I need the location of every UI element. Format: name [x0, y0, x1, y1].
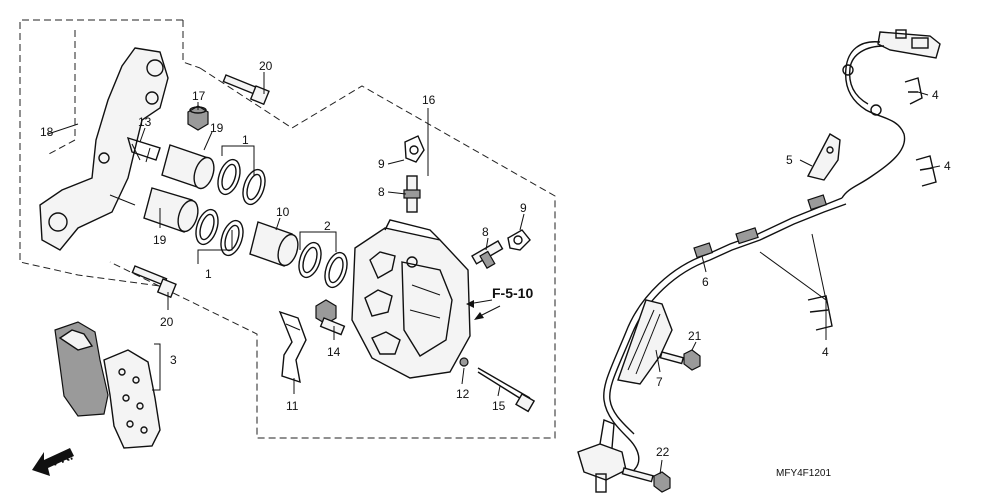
bolt-20-top [222, 74, 270, 106]
callout-7: 7 [656, 375, 663, 389]
callout-9-top: 9 [378, 157, 385, 171]
bolt-22 [621, 467, 671, 493]
callout-1-upper: 1 [242, 133, 249, 147]
callout-3: 3 [170, 353, 177, 367]
seal-1-upper-b [242, 168, 266, 206]
leader-lines [47, 72, 941, 475]
callout-4-top: 4 [932, 88, 939, 102]
caliper-body [351, 219, 471, 379]
callout-6: 6 [702, 275, 709, 289]
speed-sensor [577, 419, 627, 493]
callout-16: 16 [422, 93, 436, 107]
callout-19-upper: 19 [210, 121, 224, 135]
seal-1-upper-a [217, 158, 241, 196]
callout-labels: 20 17 13 19 1 18 19 1 10 2 16 9 8 8 9 20… [40, 59, 951, 479]
seal-2-a [298, 241, 322, 279]
clip-4-lower [807, 295, 833, 331]
callout-5: 5 [786, 153, 793, 167]
piston-10 [249, 221, 299, 267]
clip-4-middle [915, 155, 937, 187]
pin-14 [315, 299, 346, 336]
piston-19-upper [161, 144, 215, 190]
callout-10: 10 [276, 205, 290, 219]
callout-15: 17 [192, 89, 206, 103]
bolt-21 [659, 349, 701, 371]
front-direction-arrow [32, 448, 74, 476]
stay-7 [617, 299, 673, 385]
plug-12 [459, 357, 469, 367]
bolt-20-bottom [131, 265, 177, 299]
callout-20-top: 20 [259, 59, 273, 73]
cap-9-top [404, 135, 425, 163]
callout-9-right: 9 [520, 201, 527, 215]
callout-14: 14 [327, 345, 341, 359]
callout-22: 22 [656, 445, 670, 459]
pad-spring-11 [278, 310, 307, 384]
callout-2: 2 [324, 219, 331, 233]
sensor-wire [603, 41, 906, 471]
sensor-connector [877, 29, 941, 59]
cap-9-right [507, 229, 531, 251]
piston-19-lower [143, 187, 199, 233]
seal-2-b [324, 251, 348, 289]
reference-arrows [466, 299, 501, 320]
callout-8-right: 8 [482, 225, 489, 239]
brake-pad-back [54, 321, 109, 417]
reference-label: F-5-10 [492, 285, 533, 301]
callout-13: 13 [138, 115, 152, 129]
clip-13 [126, 136, 161, 163]
clip-4-top [904, 77, 923, 105]
callout-20-bottom: 20 [160, 315, 174, 329]
callout-4-lower: 4 [822, 345, 829, 359]
bleeder-8-top [403, 175, 421, 213]
callout-17: 18 [40, 125, 54, 139]
callout-4-middle: 4 [944, 159, 951, 173]
callout-1-lower: 1 [205, 267, 212, 281]
assembly-outlines [19, 19, 556, 439]
figure-code: MFY4F1201 [776, 468, 831, 479]
callout-11: 11 [286, 399, 299, 413]
callout-12: 12 [456, 387, 470, 401]
front-direction-label: FR. [50, 448, 75, 469]
callout-18: 15 [492, 399, 506, 413]
callout-19-lower: 19 [153, 233, 167, 247]
callout-21: 21 [688, 329, 702, 343]
caliper-bracket [39, 47, 169, 251]
seal-1-lower-a [195, 208, 219, 246]
stay-5 [806, 133, 841, 181]
bleeder-8-right [471, 240, 504, 269]
callout-8-top: 8 [378, 185, 385, 199]
pad-pin-18 [477, 367, 536, 413]
brake-pad-front [103, 349, 161, 449]
